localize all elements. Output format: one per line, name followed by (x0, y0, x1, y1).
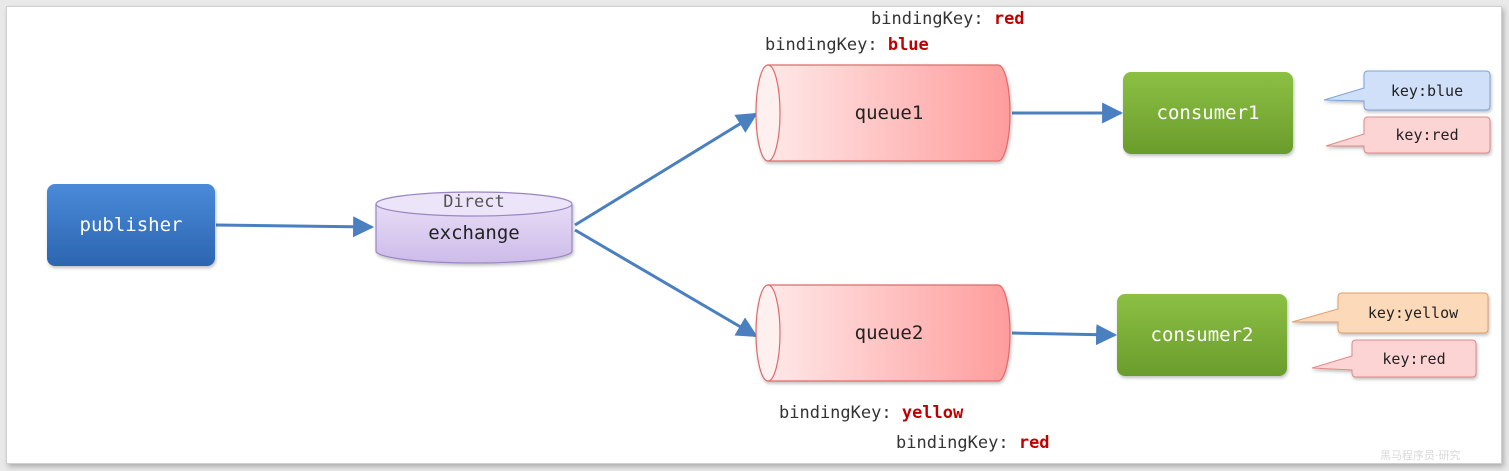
callout-c1-red: key:red (1395, 126, 1459, 144)
edge-queue2-consumer2 (1011, 324, 1118, 346)
edge-exchange-queue1 (574, 112, 758, 227)
binding-queue2-yellow: bindingKey: yellow (779, 403, 963, 423)
exchange-label: exchange (428, 222, 520, 244)
consumer2-label: consumer2 (1150, 324, 1254, 346)
binding-key: red (993, 9, 1025, 29)
callout-c1-blue: key:blue (1390, 81, 1464, 100)
binding-key: blue (887, 35, 929, 55)
binding-prefix: bindingKey: (765, 35, 888, 55)
binding-queue2-red: bindingKey: red (896, 433, 1050, 453)
queue2-node (755, 284, 1011, 382)
publisher-label: publisher (79, 214, 183, 236)
queue1-label: queue1 (854, 102, 924, 124)
callout-c2-red: key:red (1382, 349, 1446, 368)
watermark: 黑马程序员·研究 (1380, 449, 1461, 462)
binding-prefix: bindingKey: (779, 403, 902, 423)
queue1-node (755, 64, 1011, 162)
callout-c2-yellow-shape (1291, 292, 1489, 334)
edges (215, 102, 1124, 346)
callout-c1-blue-shape (1323, 70, 1491, 111)
binding-prefix: bindingKey: (871, 9, 994, 29)
queue2-label: queue2 (854, 322, 924, 344)
callout-c1-red-shape (1325, 116, 1491, 154)
exchange-node (375, 191, 573, 264)
publisher-node (47, 184, 215, 266)
callout-c2-yellow: key:yellow (1367, 304, 1459, 322)
edge-exchange-queue2 (574, 228, 758, 338)
binding-prefix: bindingKey: (896, 433, 1019, 453)
binding-queue1-blue: bindingKey: blue (765, 35, 929, 55)
edge-publisher-exchange (215, 216, 375, 238)
callout-c2-red-shape (1311, 339, 1477, 378)
consumer2-node (1117, 294, 1287, 376)
binding-queue1-red: bindingKey: red (871, 9, 1025, 29)
consumer1-label: consumer1 (1156, 102, 1260, 124)
binding-key: yellow (901, 403, 964, 423)
binding-key: red (1018, 433, 1050, 453)
consumer1-node (1123, 72, 1293, 154)
exchange-type-label: Direct (443, 192, 505, 212)
